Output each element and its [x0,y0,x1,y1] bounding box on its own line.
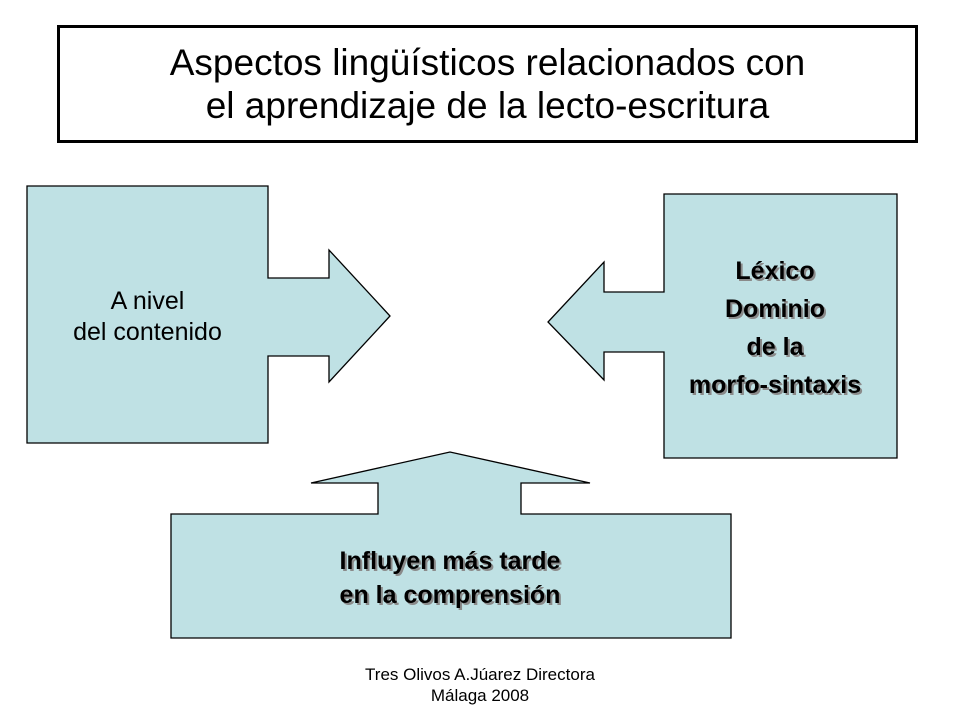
footer-line-1: Tres Olivos A.Júarez Directora [365,665,595,684]
right-box-line-1: Léxico [735,257,815,285]
bottom-box-line-2: en la comprensión [339,581,561,609]
slide-footer: Tres Olivos A.Júarez Directora Málaga 20… [310,664,650,706]
right-box-line-3: de la [746,333,804,361]
slide-title: Aspectos lingüísticos relacionados con e… [57,25,918,143]
right-box-label: Léxico Dominio de la morfo-sintaxis [650,252,900,404]
bottom-arrow-callout [170,451,732,639]
left-box-line-1: A nivel [110,287,185,315]
bottom-box-line-1: Influyen más tarde [339,547,561,575]
right-arrow-callout [547,193,898,459]
left-box-label: A nivel del contenido [40,282,255,352]
right-box-line-2: Dominio [725,295,825,323]
left-box-line-2: del contenido [73,318,222,346]
left-arrow-callout [26,185,391,444]
right-box-line-4: morfo-sintaxis [688,371,862,399]
title-line-1: Aspectos lingüísticos relacionados con [169,42,806,83]
title-line-2: el aprendizaje de la lecto-escritura [205,85,770,126]
footer-line-2: Málaga 2008 [430,686,530,705]
bottom-box-label: Influyen más tarde en la comprensión [180,540,720,616]
